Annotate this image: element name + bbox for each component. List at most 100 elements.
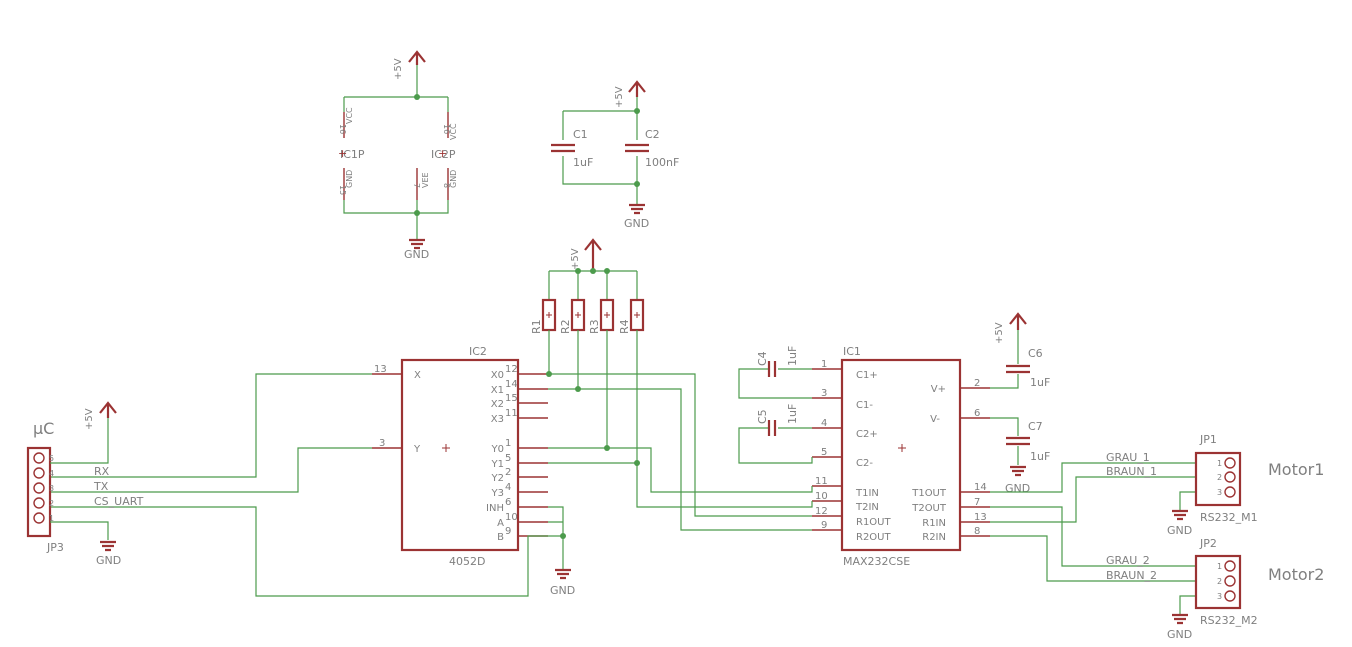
decoupling-caps: +5V C1 1uF C2 100nF GND	[551, 80, 679, 230]
svg-text:R1OUT: R1OUT	[856, 517, 892, 528]
svg-text:R2IN: R2IN	[922, 532, 946, 543]
svg-text:R4: R4	[618, 319, 631, 334]
ic1p-label: IC1P	[340, 148, 365, 161]
svg-text:8: 8	[974, 526, 980, 537]
svg-text:Y0: Y0	[491, 444, 504, 455]
svg-text:X0: X0	[491, 370, 504, 381]
svg-text:1uF: 1uF	[1030, 450, 1050, 463]
svg-text:4052D: 4052D	[449, 555, 485, 568]
svg-text:13: 13	[974, 512, 987, 523]
svg-text:VEE: VEE	[421, 172, 430, 188]
pullup-resistors: +5V R1 R2 R3 R4	[530, 238, 645, 334]
svg-text:JP1: JP1	[1199, 433, 1217, 446]
interconnect-wires	[50, 330, 1196, 615]
net-braun-1: BRAUN_1	[1106, 465, 1157, 478]
svg-text:GND: GND	[550, 584, 575, 597]
svg-text:1uF: 1uF	[1030, 376, 1050, 389]
svg-text:INH: INH	[486, 503, 504, 514]
jp3-body	[26, 446, 52, 538]
svg-text:GND: GND	[96, 554, 121, 567]
svg-text:4: 4	[505, 482, 511, 493]
svg-text:4: 4	[49, 469, 54, 478]
svg-text:2: 2	[49, 499, 54, 508]
c2-name: C2	[645, 128, 660, 141]
jp1-body	[1194, 451, 1242, 507]
svg-text:MAX232CSE: MAX232CSE	[843, 555, 910, 568]
svg-text:11: 11	[815, 476, 828, 487]
svg-text:1: 1	[821, 359, 827, 370]
svg-text:14: 14	[974, 482, 987, 493]
svg-text:GND: GND	[624, 217, 649, 230]
net-grau-2: GRAU_2	[1106, 554, 1150, 567]
svg-text:1: 1	[1217, 459, 1222, 468]
svg-text:B: B	[497, 532, 504, 543]
junction	[414, 94, 420, 100]
ic2p-label: IC2P	[431, 148, 456, 161]
ground-jp1: GND	[1167, 509, 1192, 537]
svg-text:1: 1	[49, 514, 54, 523]
svg-text:C4: C4	[756, 351, 769, 366]
motor1-title: Motor1	[1268, 460, 1324, 479]
svg-text:12: 12	[505, 364, 518, 375]
svg-text:R1IN: R1IN	[922, 518, 946, 529]
ground-ic2: GND	[550, 568, 575, 597]
svg-text:JP2: JP2	[1199, 537, 1217, 550]
ground-jp3: GND	[96, 540, 121, 567]
supply-5v-res: +5V	[570, 238, 602, 271]
svg-text:3: 3	[1217, 592, 1222, 601]
svg-text:6: 6	[505, 497, 511, 508]
svg-text:C7: C7	[1028, 420, 1043, 433]
svg-text:RS232_M1: RS232_M1	[1200, 511, 1258, 524]
svg-text:5: 5	[505, 453, 511, 464]
svg-text:IC2: IC2	[469, 345, 487, 358]
svg-text:T2IN: T2IN	[855, 502, 879, 513]
svg-text:1uF: 1uF	[786, 346, 799, 366]
capacitor-symbol	[551, 143, 649, 153]
svg-text:+5V: +5V	[614, 86, 625, 108]
svg-text:5: 5	[49, 454, 54, 463]
svg-text:16: 16	[338, 124, 347, 134]
svg-text:T1OUT: T1OUT	[911, 488, 947, 499]
svg-text:C6: C6	[1028, 347, 1043, 360]
svg-text:7: 7	[974, 497, 980, 508]
svg-text:X1: X1	[491, 385, 504, 396]
jp2-body	[1194, 554, 1242, 610]
svg-text:+: +	[438, 147, 447, 160]
svg-text:T2OUT: T2OUT	[911, 503, 947, 514]
junction	[414, 210, 420, 216]
ground-caps: GND	[624, 203, 649, 230]
svg-text:GND: GND	[345, 170, 354, 188]
svg-text:2: 2	[974, 378, 980, 389]
svg-text:GND: GND	[1167, 524, 1192, 537]
svg-text:R2: R2	[559, 319, 572, 334]
svg-text:1uF: 1uF	[786, 404, 799, 424]
capacitor-c4	[767, 361, 777, 377]
svg-text:GND: GND	[1167, 628, 1192, 641]
svg-text:10: 10	[505, 512, 518, 523]
svg-text:5: 5	[821, 447, 827, 458]
svg-text:6: 6	[974, 408, 980, 419]
svg-text:13: 13	[374, 364, 387, 375]
svg-text:3: 3	[821, 388, 827, 399]
svg-text:IC1: IC1	[843, 345, 861, 358]
svg-text:8: 8	[442, 183, 451, 188]
svg-text:+: +	[338, 147, 347, 160]
svg-text:X: X	[414, 370, 421, 381]
svg-text:GND: GND	[449, 170, 458, 188]
svg-text:X2: X2	[491, 399, 504, 410]
jp3-title: µC	[33, 419, 54, 438]
svg-text:Y3: Y3	[491, 488, 504, 499]
net-grau-1: GRAU_1	[1106, 451, 1150, 464]
c1-value: 1uF	[573, 156, 593, 169]
svg-text:7: 7	[412, 183, 421, 188]
svg-text:VCC: VCC	[345, 107, 354, 124]
svg-text:GND: GND	[404, 248, 429, 261]
svg-text:R1: R1	[530, 319, 543, 334]
supply-5v-ic1: +5V	[994, 312, 1027, 344]
svg-text:VCC: VCC	[449, 123, 458, 140]
svg-text:3: 3	[49, 484, 54, 493]
svg-text:V-: V-	[930, 414, 940, 425]
supply-5v-jp3: +5V	[84, 401, 117, 430]
svg-text:V+: V+	[931, 384, 946, 395]
svg-text:2: 2	[505, 467, 511, 478]
